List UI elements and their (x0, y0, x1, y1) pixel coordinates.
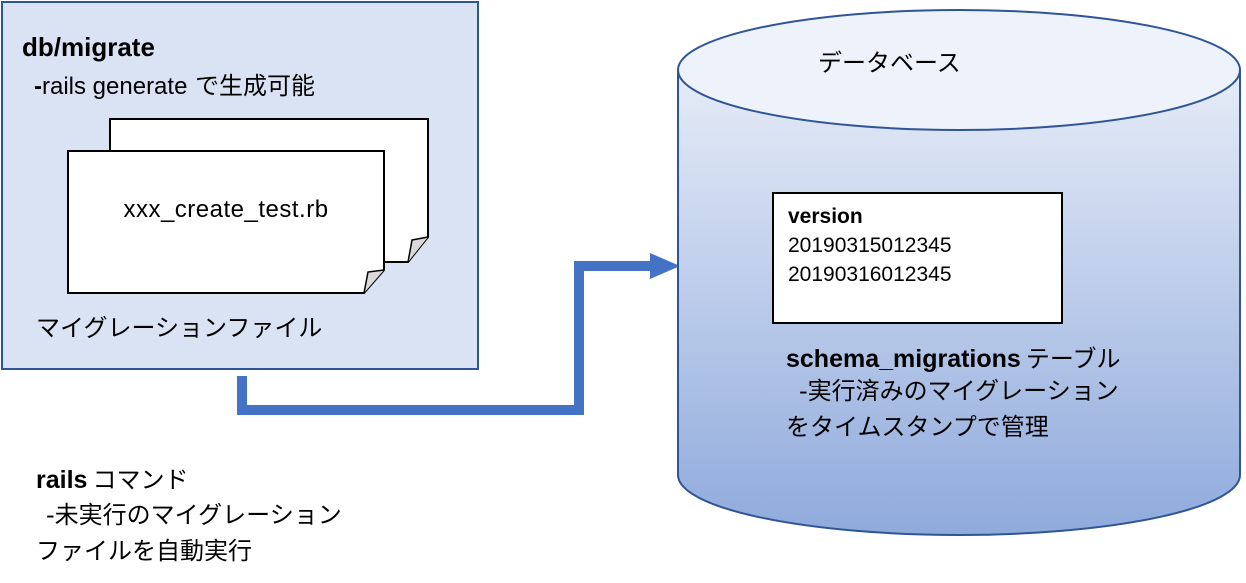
schema-migrations-name: schema_migrations (786, 345, 1021, 373)
rails-command-name: rails (36, 466, 88, 494)
migrate-folder-title: db/migrate (22, 32, 155, 62)
rails-command-title: rails コマンド (36, 460, 189, 495)
migration-file-label: マイグレーションファイル (36, 314, 323, 342)
schema-migrations-title: schema_migrations テーブル (786, 339, 1120, 374)
rails-command-suffix: コマンド (92, 466, 189, 494)
migrate-folder-subtitle: -rails generate で生成可能 (34, 66, 315, 101)
schema-migrations-desc-line1: -実行済みのマイグレーション (799, 377, 1119, 405)
subtitle-command: rails generate (42, 73, 188, 100)
migration-file-document-icon (67, 118, 429, 294)
schema-migrations-suffix: テーブル (1025, 345, 1121, 373)
version-table-row: 20190316012345 (788, 263, 952, 286)
database-label: データベース (818, 49, 961, 77)
rails-command-desc-line1: -未実行のマイグレーション (46, 501, 342, 529)
subtitle-dash: - (34, 73, 42, 100)
version-table: version 20190315012345 20190316012345 (772, 192, 1063, 324)
schema-migrations-desc-line2: をタイムスタンプで管理 (786, 413, 1049, 441)
version-table-header: version (788, 205, 863, 228)
migration-file-name: xxx_create_test.rb (123, 196, 329, 223)
subtitle-japanese: で生成可能 (195, 72, 316, 100)
version-table-row: 20190315012345 (788, 234, 952, 257)
rails-command-desc-line2: ファイルを自動実行 (36, 537, 252, 565)
